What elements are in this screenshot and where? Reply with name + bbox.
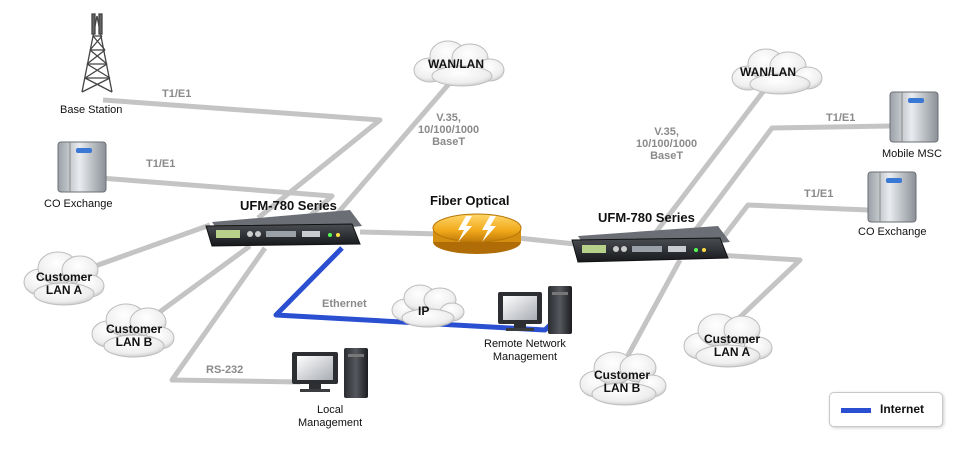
customer-lan-a-left-cloud-icon: [23, 251, 105, 306]
co-exchange-left-server-icon: [57, 141, 107, 193]
wan-lan-right-cloud-icon: [731, 48, 823, 95]
mobile-msc-label: Mobile MSC: [882, 148, 942, 160]
customer-lan-b-right-line1: Customer: [594, 368, 651, 382]
v35-right-label: V.35, 10/100/1000 BaseT: [636, 126, 697, 162]
customer-lan-a-right-cloud-icon: [683, 313, 773, 368]
t1e1-label-base: T1/E1: [162, 88, 192, 100]
v35-left-label: V.35, 10/100/1000 BaseT: [418, 112, 479, 148]
legend-internet-label: Internet: [880, 402, 925, 416]
local-management-computer-icon: [292, 348, 368, 398]
line-wan-left: [328, 76, 456, 224]
fiber-optical-icon: [432, 213, 522, 254]
remote-network-management-label: Remote Network Management: [484, 338, 566, 364]
legend: Internet: [829, 392, 943, 427]
ip-cloud-icon: [391, 284, 465, 328]
remote-mgmt-line2: Management: [492, 351, 558, 363]
customer-lan-a-right-label: Customer LAN A: [704, 333, 760, 359]
line-rs232: [169, 246, 301, 385]
ufm-780-left-device-icon: [205, 210, 362, 247]
line-fiber: [359, 229, 441, 237]
customer-lan-b-right-cloud-icon: [579, 351, 667, 406]
co-exchange-left-label: CO Exchange: [44, 198, 113, 210]
v35-right-line2: 10/100/1000: [636, 138, 698, 150]
v35-left-line1: V.35,: [436, 112, 461, 124]
rs232-label: RS-232: [206, 364, 244, 376]
wan-lan-right-label: WAN/LAN: [740, 65, 796, 79]
ethernet-label: Ethernet: [322, 298, 367, 310]
base-station-tower-icon: [81, 13, 113, 93]
ufm-780-right-title: UFM-780 Series: [598, 210, 695, 225]
customer-lan-b-right-line2: LAN B: [603, 381, 641, 395]
line-co-exchange-right: [716, 202, 869, 246]
customer-lan-b-left-label: Customer LAN B: [106, 323, 162, 349]
customer-lan-a-left-line2: LAN A: [45, 283, 83, 297]
co-exchange-right-label: CO Exchange: [858, 226, 927, 238]
customer-lan-a-left-label: Customer LAN A: [36, 271, 92, 297]
wan-lan-left-cloud-icon: [413, 40, 505, 87]
line-mobile-msc: [686, 123, 891, 242]
ip-label: IP: [418, 304, 430, 318]
local-mgmt-line1: Local: [316, 404, 344, 416]
t1e1-label-msc: T1/E1: [826, 112, 856, 124]
line-lan-b-right: [617, 258, 683, 372]
v35-left-line2: 10/100/1000: [418, 124, 480, 136]
customer-lan-b-right-label: Customer LAN B: [594, 369, 650, 395]
customer-lan-b-left-line1: Customer: [106, 322, 163, 336]
line-fiber-right: [517, 235, 576, 247]
v35-right-line1: V.35,: [654, 126, 679, 138]
v35-left-line3: BaseT: [432, 136, 466, 148]
local-mgmt-line2: Management: [298, 417, 363, 429]
mobile-msc-server-icon: [889, 91, 939, 143]
remote-management-computer-icon: [498, 286, 572, 334]
wan-lan-left-label: WAN/LAN: [428, 57, 484, 71]
co-exchange-right-server-icon: [867, 171, 917, 223]
line-lan-a-right: [699, 251, 803, 338]
fiber-optical-label: Fiber Optical: [430, 193, 510, 208]
line-base-station: [102, 97, 383, 220]
line-wan-right: [648, 78, 774, 242]
connection-lines: [69, 76, 891, 385]
customer-lan-a-left-line1: Customer: [36, 270, 93, 284]
ufm-780-right-device-icon: [571, 226, 730, 263]
legend-internet-swatch: [841, 408, 871, 413]
customer-lan-a-right-line2: LAN A: [713, 345, 751, 359]
ufm-780-left-title: UFM-780 Series: [240, 198, 337, 213]
t1e1-label-co-right: T1/E1: [804, 188, 834, 200]
remote-mgmt-line1: Remote Network: [484, 338, 566, 350]
customer-lan-b-left-cloud-icon: [91, 303, 175, 358]
customer-lan-a-right-line1: Customer: [704, 332, 761, 346]
base-station-label: Base Station: [60, 104, 123, 116]
t1e1-label-co-left: T1/E1: [146, 158, 176, 170]
v35-right-line3: BaseT: [650, 150, 684, 162]
customer-lan-b-left-line2: LAN B: [115, 335, 153, 349]
local-management-label: Local Management: [298, 404, 362, 430]
